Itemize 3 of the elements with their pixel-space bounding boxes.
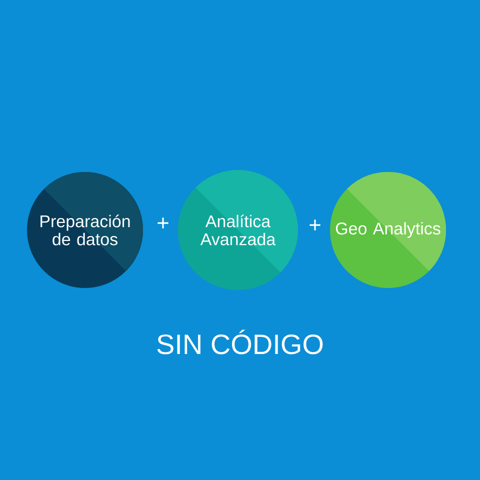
caption-text: SIN CÓDIGO — [157, 330, 323, 354]
plus-sign: + — [158, 218, 168, 228]
plus-sign: + — [310, 220, 320, 230]
